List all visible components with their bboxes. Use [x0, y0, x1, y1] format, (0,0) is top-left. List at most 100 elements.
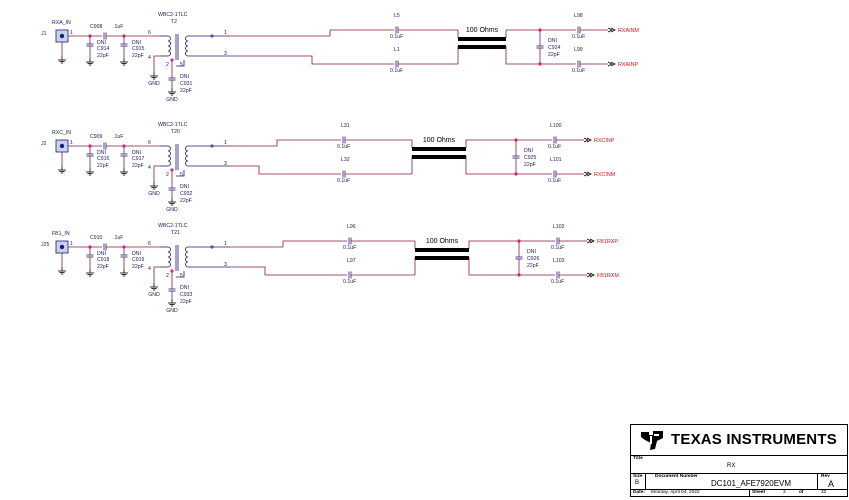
transmission-line [458, 37, 506, 41]
cap-ct-value: 22pF [180, 299, 192, 305]
pin-number: 6 [148, 140, 151, 146]
wire [505, 46, 576, 65]
sma-connector-icon [59, 143, 65, 149]
l-bot-value: 0.1uF [343, 279, 356, 285]
net-arrow [583, 137, 589, 143]
pin-number: 3 [224, 262, 227, 268]
cap-ct-ref: C933 [180, 292, 193, 298]
wire [176, 170, 185, 177]
net-arrow [589, 238, 595, 244]
out-top-cap-value: 0.1uF [548, 144, 561, 150]
cap-series-ref: C908 [90, 24, 103, 30]
size-label: Size [633, 474, 643, 479]
cap-diff-ref: C924 [548, 45, 561, 51]
net-arrow [610, 61, 616, 67]
pin-number: 3 [224, 51, 227, 57]
transmission-line [412, 155, 466, 159]
transformer-winding [167, 35, 171, 57]
cap-a-ref: C914 [97, 46, 110, 52]
out-bot-cap-value: 0.1uF [572, 68, 585, 74]
sheet-total: 32 [821, 490, 827, 495]
docnum-label: Document Number [655, 474, 698, 479]
net-label-top: RXAINM [618, 28, 639, 34]
cap-a-dni: DNI [97, 150, 106, 156]
l-bot-value: 0.1uF [337, 178, 350, 184]
wire [153, 266, 160, 283]
wire [505, 29, 576, 38]
wire [230, 139, 341, 147]
out-bot-cap-ref: L101 [550, 157, 562, 163]
wire [230, 55, 394, 65]
cap-diff-dni: DNI [524, 148, 533, 154]
tline-label: 100 Ohms [426, 238, 459, 245]
connector-ref: J1 [41, 31, 47, 37]
sheet-label: Sheet [752, 490, 766, 495]
transformer-ref: T20 [171, 129, 180, 135]
title-label: Title [633, 456, 643, 461]
cap-ct-value: 22pF [180, 198, 192, 204]
l-top-value: 0.1uF [343, 245, 356, 251]
gnd-label: GND [166, 97, 178, 103]
gnd-label: GND [166, 207, 178, 213]
cap-ct-ref: C931 [180, 81, 193, 87]
net-arrow [610, 27, 616, 33]
polarity-dot [210, 34, 214, 38]
wire [468, 240, 555, 249]
junction-dot [170, 58, 174, 62]
net-arrow [589, 272, 595, 278]
pin-number: 6 [148, 30, 151, 36]
transformer-winding [185, 145, 189, 167]
net-label-bottom: RXAINP [618, 62, 638, 68]
transmission-line [412, 147, 466, 151]
net-arrow [586, 171, 592, 177]
wire [465, 156, 552, 175]
cap-diff-ref: C926 [527, 256, 540, 262]
out-top-cap-value: 0.1uF [572, 34, 585, 40]
wire [153, 55, 160, 72]
wire [230, 165, 341, 175]
sma-connector-icon [59, 33, 65, 39]
transformer-ref: T2 [171, 19, 177, 25]
cap-b-dni: DNI [132, 251, 141, 257]
cap-a-value: 22pF [97, 163, 109, 169]
cap-diff-value: 22pF [548, 52, 560, 58]
junction-dot [170, 168, 174, 172]
cap-b-value: 22pF [132, 163, 144, 169]
polarity-dot [210, 245, 214, 249]
out-bot-cap-ref: L103 [553, 258, 565, 264]
cap-diff-ref: C925 [524, 155, 537, 161]
tline-label: 100 Ohms [466, 27, 499, 34]
l-top-value: 0.1uF [337, 144, 350, 150]
date-label: Date: [633, 490, 645, 495]
cap-b-dni: DNI [132, 150, 141, 156]
cap-b-value: 22pF [132, 264, 144, 270]
connector-ref: J25 [41, 242, 49, 248]
connector-ref: J2 [41, 141, 47, 147]
out-top-cap-ref: L98 [574, 13, 583, 19]
transmission-line [458, 45, 506, 49]
transformer-winding [167, 246, 171, 268]
pin-number: 2 [166, 273, 169, 279]
cap-diff-dni: DNI [548, 38, 557, 44]
cap-ct-value: 22pF [180, 88, 192, 94]
l-bot-value: 0.1uF [390, 68, 403, 74]
cap-b-ref: C919 [132, 257, 145, 263]
sma-connector-icon [59, 244, 65, 250]
cap-b-ref: C917 [132, 156, 145, 162]
wire [153, 165, 160, 182]
cap-b-dni: DNI [132, 40, 141, 46]
transformer-part: WBC2-1TLC [158, 223, 188, 229]
sheet-number: 3 [783, 490, 786, 495]
net-label-bottom: RXCINM [594, 172, 616, 178]
wire [230, 266, 347, 276]
net-arrow [607, 27, 613, 33]
sheet-title: RX [727, 463, 736, 469]
out-top-cap-ref: L100 [550, 123, 562, 129]
wire [230, 29, 394, 37]
pin-number: 5 [180, 62, 183, 68]
out-bot-cap-value: 0.1uF [551, 279, 564, 285]
pin-number: 2 [166, 62, 169, 68]
gnd-label: GND [148, 81, 160, 87]
pin-number: 4 [148, 55, 151, 61]
